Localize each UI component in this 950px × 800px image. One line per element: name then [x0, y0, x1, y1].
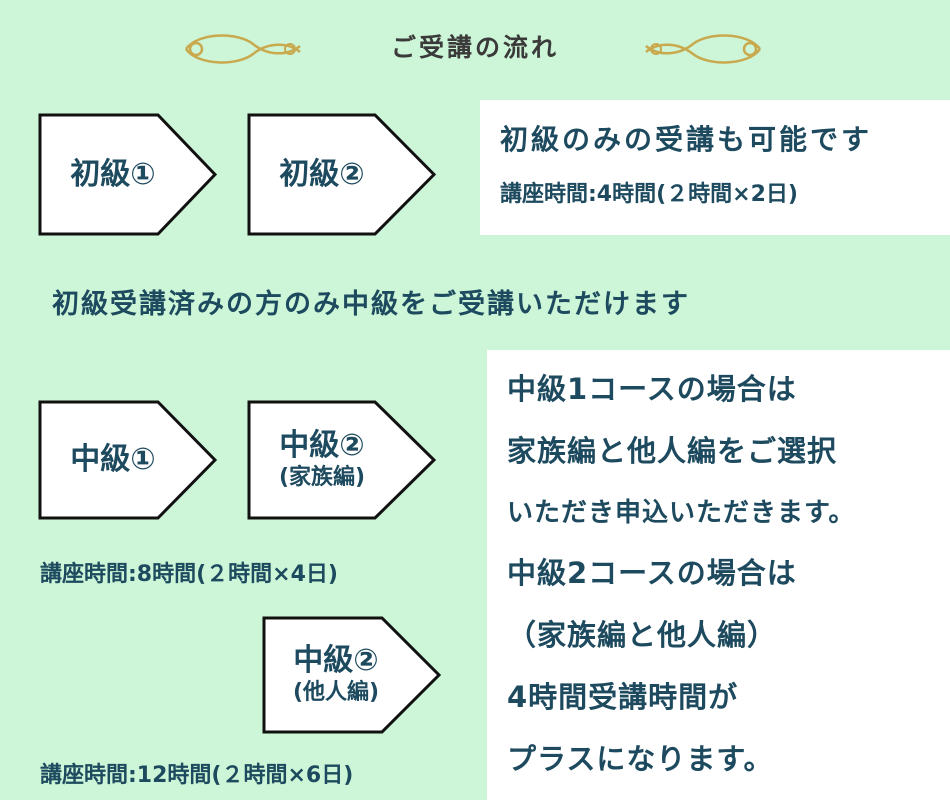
beginner-note-panel: 初級のみの受講も可能です 講座時間:4時間(２時間×2日)	[480, 100, 950, 235]
step-intermediate-2-family: 中級② (家族編)	[247, 400, 437, 520]
intermediate-time-family: 講座時間:8時間(２時間×4日)	[40, 562, 338, 587]
intermediate-info-text: 中級1コースの場合は 家族編と他人編をご選択 いただき申込いただきます。 中級2…	[507, 358, 947, 790]
step-sublabel: (家族編)	[278, 465, 366, 490]
step-label: 初級②	[279, 156, 365, 192]
info-line: 中級1コースの場合は	[507, 372, 797, 406]
info-line: 4時間受講時間が	[507, 680, 739, 714]
beginner-note-time: 講座時間:4時間(２時間×2日)	[500, 182, 798, 207]
step-sublabel: (他人編)	[292, 680, 380, 705]
step-beginner-2: 初級②	[247, 113, 437, 236]
step-label: 中級②	[279, 428, 365, 463]
requirement-text: 初級受講済みの方のみ中級をご受講いただけます	[52, 289, 690, 320]
step-label: 初級①	[70, 156, 156, 192]
step-beginner-1: 初級①	[38, 113, 218, 236]
step-intermediate-1: 中級①	[38, 400, 218, 520]
intermediate-time-others: 講座時間:12時間(２時間×6日)	[40, 763, 354, 788]
page-title: ご受講の流れ	[390, 33, 559, 62]
step-label: 中級②	[293, 643, 379, 678]
step-label: 中級①	[70, 442, 156, 477]
ornament-right-icon	[645, 34, 762, 64]
info-line: プラスになります。	[507, 742, 774, 776]
info-line: 中級2コースの場合は	[507, 556, 797, 590]
info-line: いただき申込いただきます。	[507, 498, 856, 528]
info-line: 家族編と他人編をご選択	[507, 434, 838, 468]
ornament-left-icon	[184, 34, 301, 64]
beginner-note-heading: 初級のみの受講も可能です	[500, 123, 873, 156]
info-line: （家族編と他人編）	[507, 618, 778, 652]
step-intermediate-2-others: 中級② (他人編)	[262, 616, 442, 734]
intermediate-info-panel: 中級1コースの場合は 家族編と他人編をご選択 いただき申込いただきます。 中級2…	[487, 350, 950, 800]
